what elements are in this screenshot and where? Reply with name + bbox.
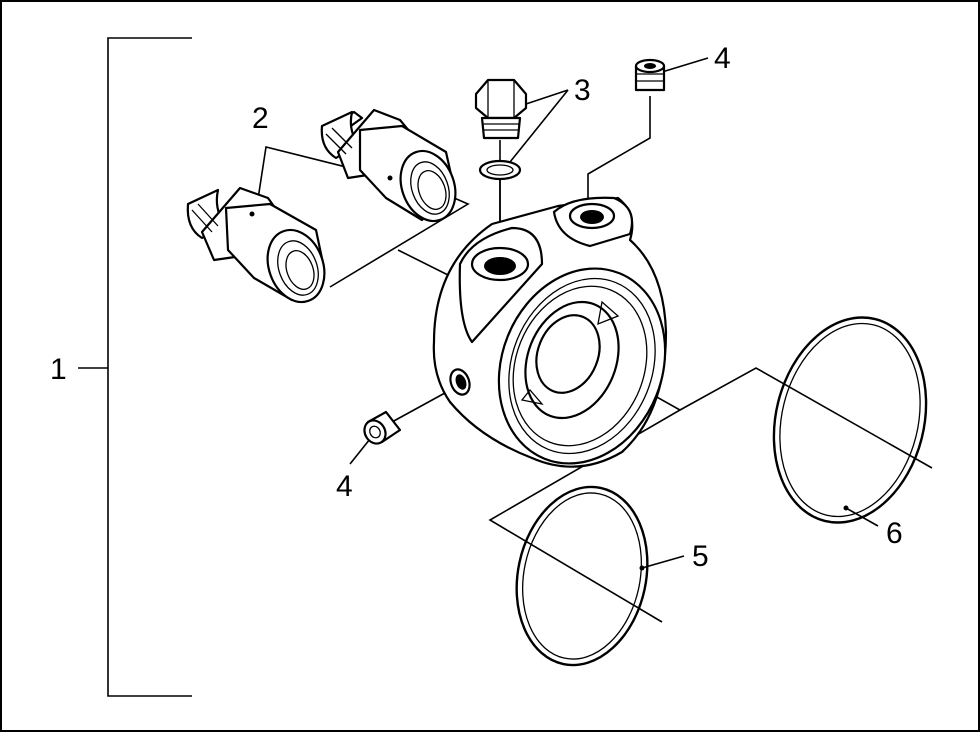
assembly-bracket [78, 37, 192, 697]
callout-1: 1 [50, 353, 67, 386]
o-ring-small [515, 485, 649, 667]
adapter-body [432, 196, 668, 468]
callout-3: 3 [574, 74, 591, 107]
drain-plug [474, 78, 528, 181]
fitting-upper [320, 108, 457, 223]
callout-5: 5 [692, 540, 709, 573]
o-ring-large [772, 316, 928, 524]
callout-2: 2 [252, 102, 269, 135]
set-screw-top [634, 58, 666, 92]
callout-4-side: 4 [336, 470, 353, 503]
callout-6: 6 [886, 517, 903, 550]
callout-4-top: 4 [714, 42, 731, 75]
fitting-lower [186, 186, 326, 304]
set-screw-side [363, 410, 402, 445]
